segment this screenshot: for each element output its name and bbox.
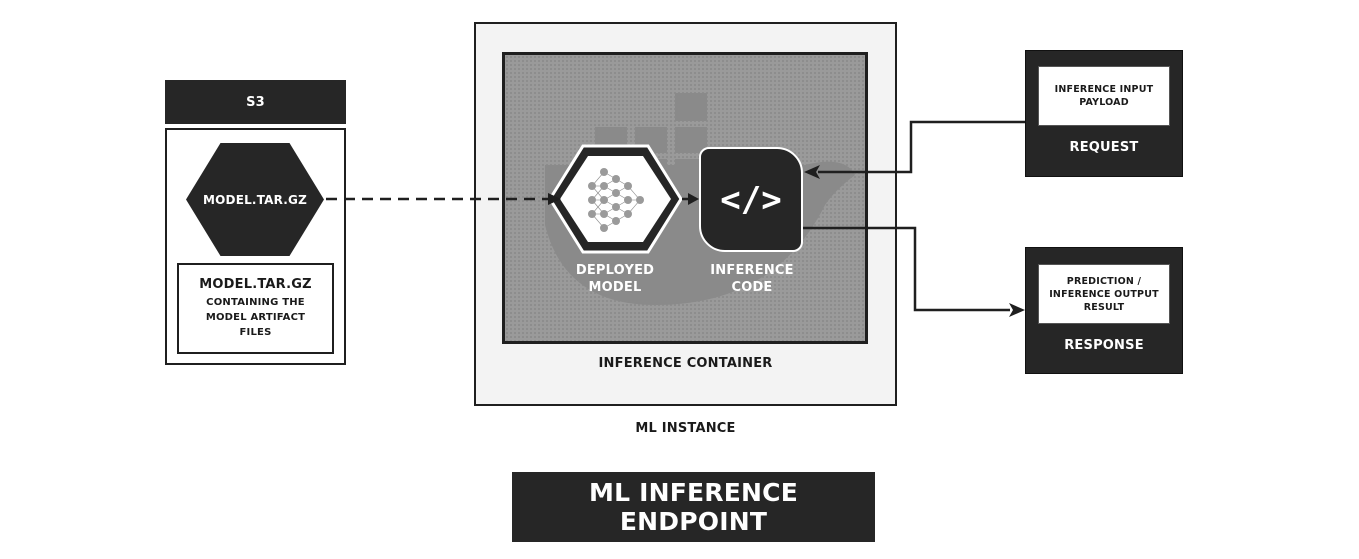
request-label: REQUEST [1069, 140, 1139, 155]
artifact-load-arrow [326, 193, 561, 205]
s3-header: S3 [165, 80, 346, 124]
model-file-label: MODEL.TAR.GZ [202, 192, 308, 207]
artifact-title: MODEL.TAR.GZ [199, 277, 312, 292]
request-arrow [804, 120, 1025, 179]
inference-code-label: INFERENCE CODE [710, 263, 794, 295]
endpoint-title: ML INFERENCE ENDPOINT [589, 478, 798, 536]
model-to-code-arrow [682, 193, 699, 205]
artifact-box: MODEL.TAR.GZ CONTAINING THE MODEL ARTIFA… [177, 263, 334, 354]
neural-network-icon [548, 144, 683, 254]
inference-container-label: INFERENCE CONTAINER [598, 356, 773, 371]
deployed-model-label: DEPLOYED MODEL [575, 263, 655, 295]
request-payload-box: INFERENCE INPUT PAYLOAD [1038, 66, 1170, 126]
response-payload-box: PREDICTION / INFERENCE OUTPUT RESULT [1038, 264, 1170, 324]
code-symbol: </> [720, 179, 782, 220]
response-arrow [803, 226, 1025, 317]
response-label: RESPONSE [1064, 338, 1144, 353]
response-payload-text: PREDICTION / INFERENCE OUTPUT RESULT [1049, 275, 1159, 313]
code-icon: </> [699, 147, 803, 252]
endpoint-title-banner: ML INFERENCE ENDPOINT [512, 472, 875, 542]
artifact-description: CONTAINING THE MODEL ARTIFACT FILES [205, 297, 306, 338]
request-payload-text: INFERENCE INPUT PAYLOAD [1054, 84, 1154, 108]
ml-instance-label: ML INSTANCE [635, 421, 736, 436]
